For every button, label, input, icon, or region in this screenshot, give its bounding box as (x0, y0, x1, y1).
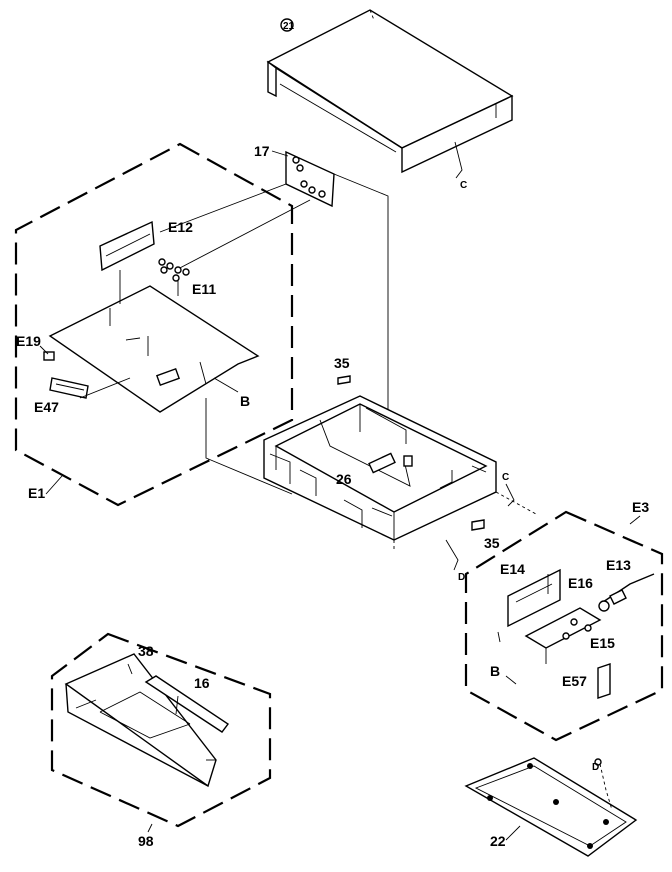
e12-connector (99, 220, 155, 304)
bottom-plate (464, 757, 638, 857)
label-35-top: 35 (334, 355, 350, 371)
label-d-bottom: D (592, 762, 599, 773)
label-e16: E16 (568, 575, 593, 591)
part-38-clip (127, 663, 133, 675)
label-e12: E12 (168, 219, 193, 235)
label-e15: E15 (590, 635, 615, 651)
e16-bracket (524, 607, 602, 664)
label-26: 26 (336, 471, 352, 487)
label-e13: E13 (606, 557, 631, 573)
label-22: 22 (490, 833, 506, 849)
label-e3: E3 (632, 499, 649, 515)
e3-group-outline (464, 510, 664, 742)
label-e47: E47 (34, 399, 59, 415)
e1-main-board (48, 285, 260, 413)
front-panel-board (159, 150, 389, 410)
e14-board (507, 568, 561, 628)
e1-group-outline (14, 142, 294, 507)
label-e14: E14 (500, 561, 525, 577)
e57-part (597, 663, 611, 699)
label-c-top: C (460, 180, 467, 191)
label-e57: E57 (562, 673, 587, 689)
label-e1: E1 (28, 485, 45, 501)
main-chassis (263, 395, 497, 541)
label-b-left: B (240, 393, 250, 409)
label-98: 98 (138, 833, 154, 849)
front-panel-group-outline (50, 632, 272, 828)
label-35-right: 35 (484, 535, 500, 551)
label-38: 38 (138, 643, 154, 659)
e19-part (39, 345, 55, 361)
e47-connector (49, 377, 131, 399)
top-cover (266, 9, 514, 179)
label-front-panel-board: 17 (254, 143, 270, 159)
e13-power-cord (598, 573, 655, 612)
part-16-bracket (144, 675, 230, 733)
label-top-cover: 21 (283, 21, 295, 32)
e11-buttons (158, 258, 190, 296)
label-c-right: C (502, 472, 509, 483)
label-b-right: B (490, 663, 500, 679)
label-e19: E19 (16, 333, 41, 349)
label-16: 16 (194, 675, 210, 691)
label-e11: E11 (192, 281, 216, 297)
label-d-left: D (458, 572, 465, 583)
front-panel-part (64, 653, 217, 788)
